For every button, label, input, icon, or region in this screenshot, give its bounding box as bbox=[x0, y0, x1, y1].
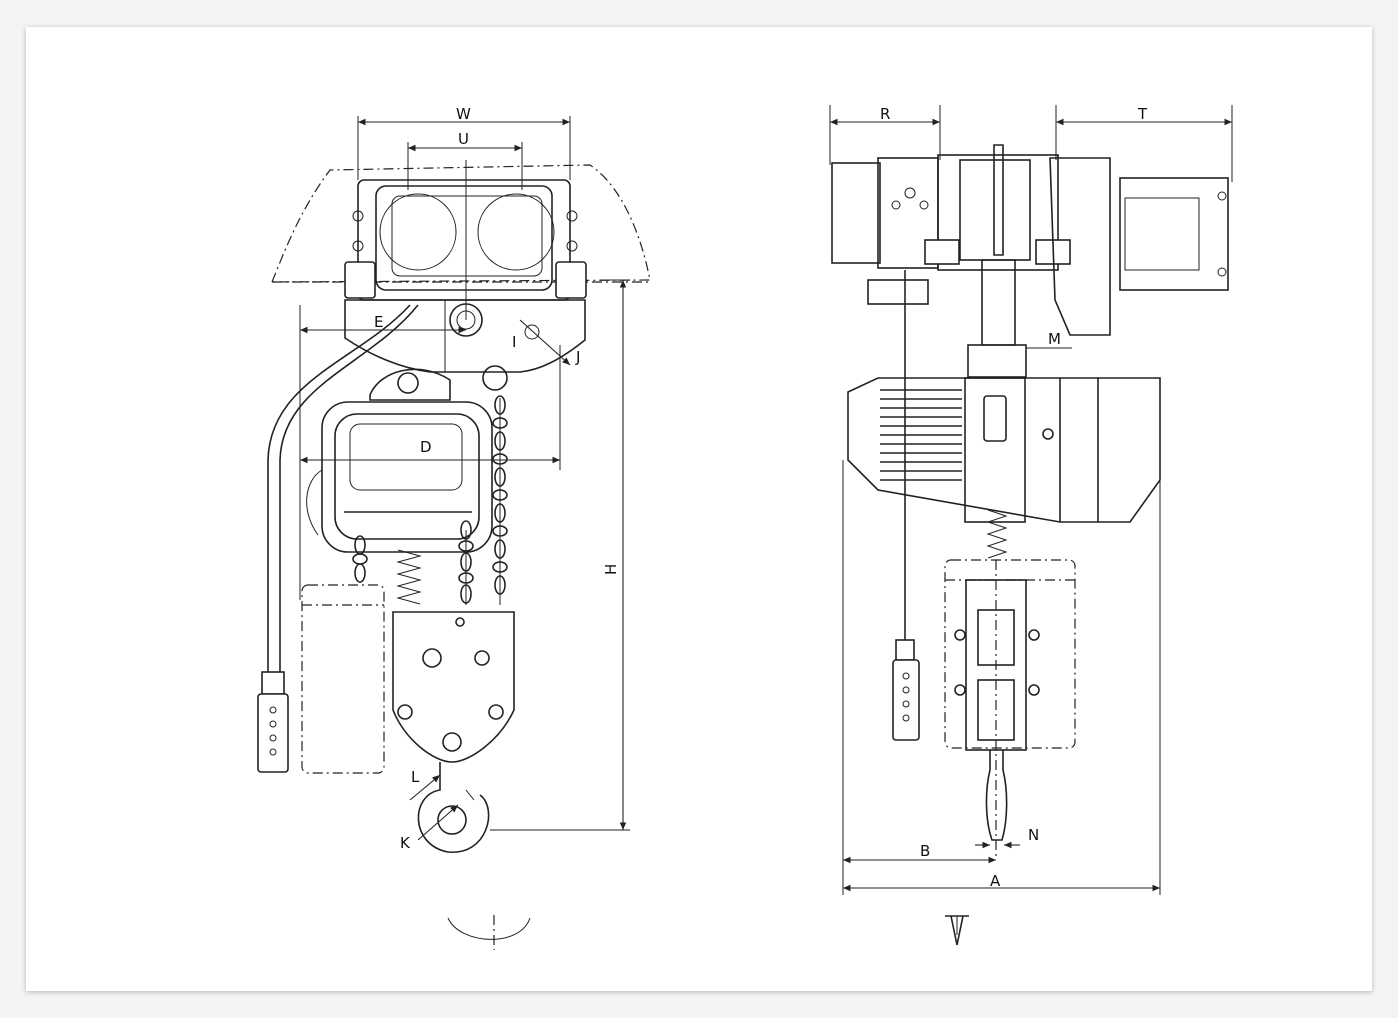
chain-link bbox=[494, 539, 506, 559]
chain-link bbox=[460, 584, 472, 604]
label-j: J bbox=[575, 348, 580, 366]
chain-link bbox=[494, 503, 506, 523]
chain-link bbox=[352, 553, 368, 565]
chain-link bbox=[492, 489, 508, 501]
label-d: D bbox=[420, 438, 432, 456]
chain-links bbox=[352, 395, 508, 604]
dimension-labels: W U E I J D H L K R T M B A N bbox=[374, 105, 1148, 890]
drawing-frame bbox=[26, 27, 1372, 991]
right-view bbox=[829, 105, 1233, 946]
chain-link bbox=[492, 417, 508, 429]
label-e: E bbox=[374, 313, 383, 331]
label-a: A bbox=[990, 872, 1001, 890]
chain-link bbox=[458, 540, 474, 552]
chain-link bbox=[494, 431, 506, 451]
left-view bbox=[257, 116, 651, 950]
motor-fins bbox=[880, 389, 962, 481]
chain-link bbox=[494, 395, 506, 415]
label-r: R bbox=[880, 105, 890, 123]
chain-link bbox=[494, 575, 506, 595]
chain-link bbox=[354, 563, 366, 583]
label-m: M bbox=[1048, 330, 1061, 348]
chain-link bbox=[492, 525, 508, 537]
chain-link bbox=[458, 572, 474, 584]
label-b: B bbox=[920, 842, 930, 860]
label-w: W bbox=[456, 105, 471, 123]
chain-link bbox=[460, 552, 472, 572]
label-h: H bbox=[602, 564, 620, 575]
chain-link bbox=[492, 561, 508, 573]
label-u: U bbox=[458, 130, 469, 148]
label-n: N bbox=[1028, 826, 1039, 844]
chain-link bbox=[494, 467, 506, 487]
chain-link bbox=[460, 520, 472, 540]
label-k: K bbox=[400, 834, 411, 852]
label-i: I bbox=[512, 333, 516, 351]
label-t: T bbox=[1137, 105, 1148, 123]
label-l: L bbox=[411, 768, 420, 786]
